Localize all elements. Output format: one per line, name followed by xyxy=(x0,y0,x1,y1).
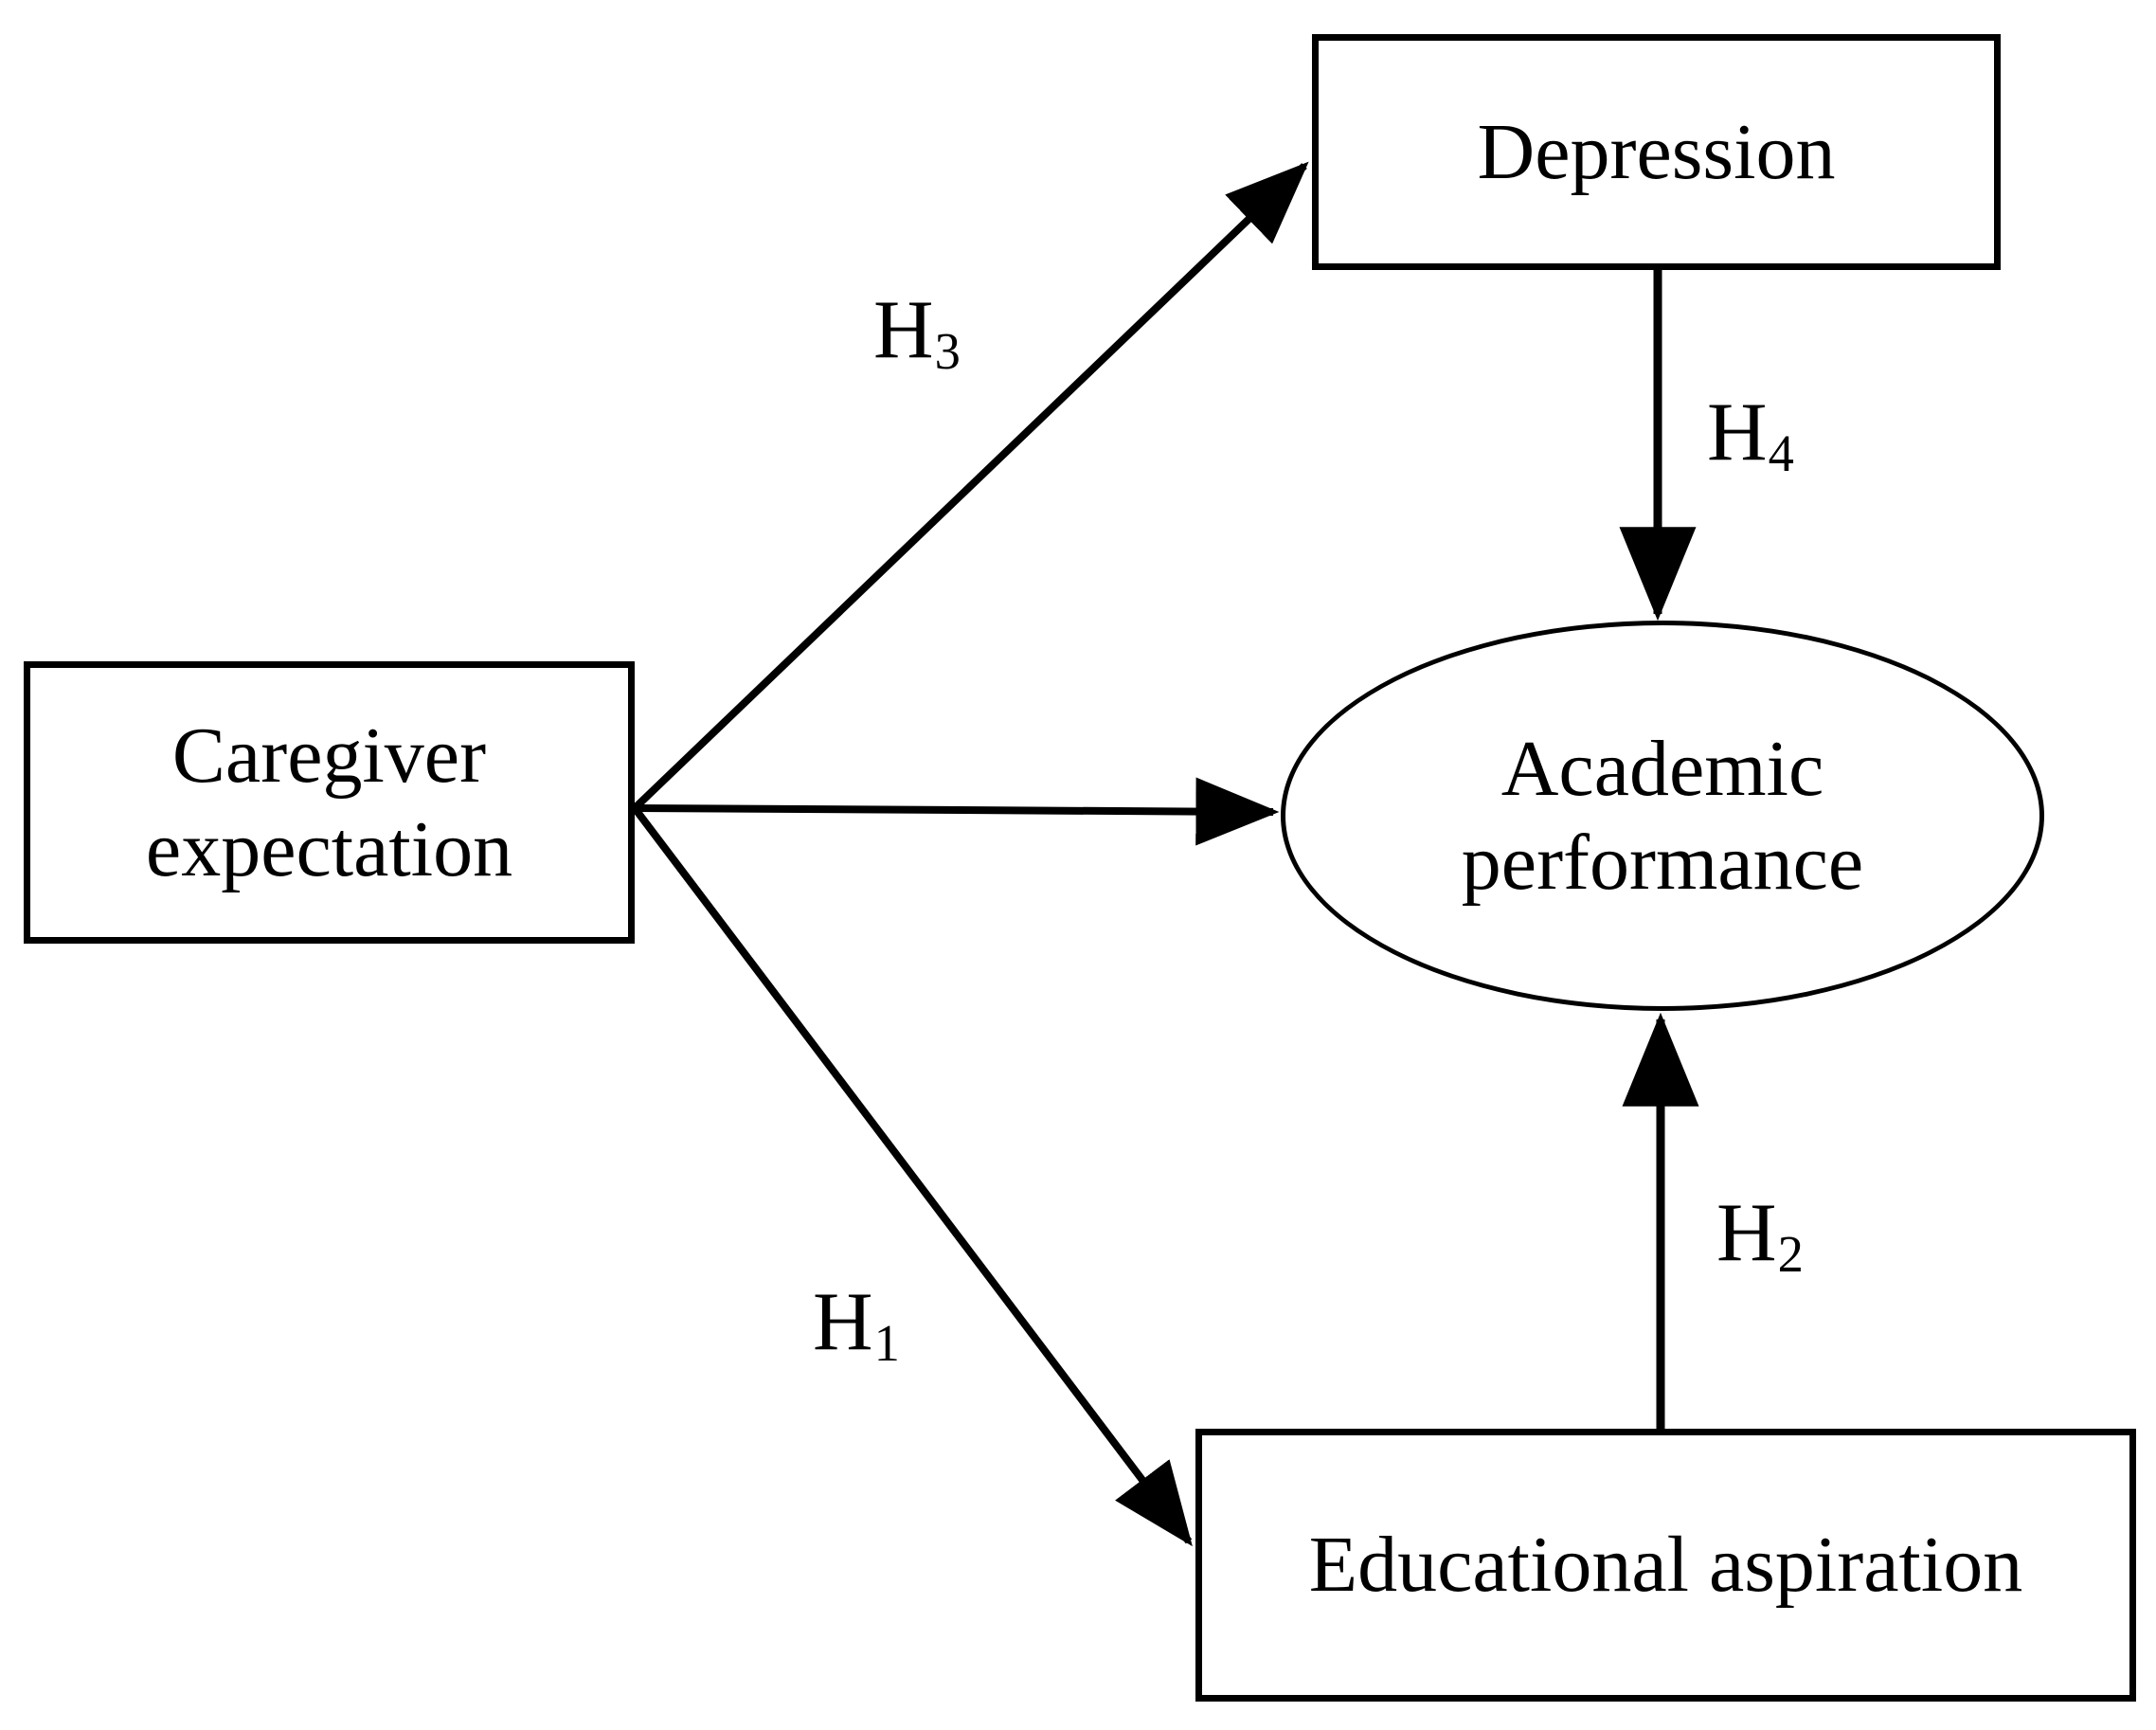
node-caregiver-expectation[interactable] xyxy=(24,661,635,944)
node-depression[interactable] xyxy=(1312,34,2001,270)
edge-caregiver-to-depression xyxy=(632,161,1309,811)
edge-caregiver-to-academic xyxy=(634,777,1280,846)
edge-caregiver-to-aspiration xyxy=(631,805,1193,1547)
node-educational-aspiration[interactable] xyxy=(1195,1429,2136,1702)
node-academic-performance[interactable] xyxy=(1281,621,2044,1011)
